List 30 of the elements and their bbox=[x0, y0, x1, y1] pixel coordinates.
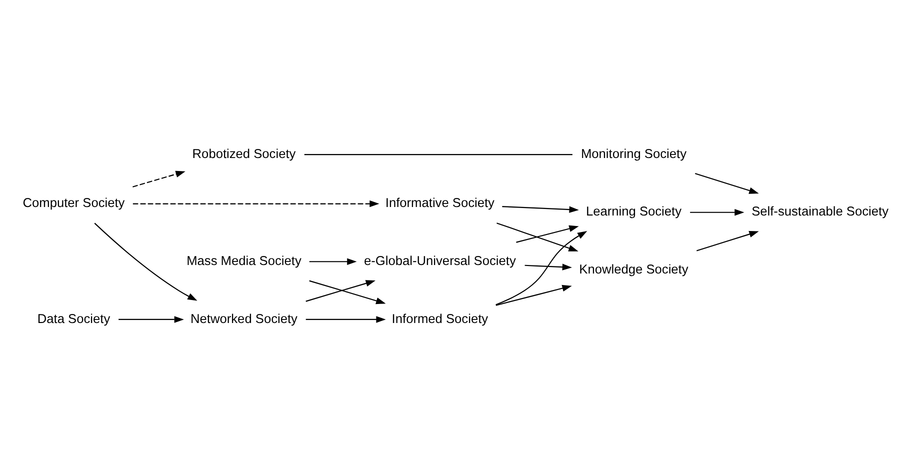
node-text: Networked Society bbox=[190, 310, 297, 326]
node-text: Informative Society bbox=[384, 194, 494, 210]
arrow bbox=[308, 280, 386, 304]
arrow bbox=[696, 230, 758, 251]
arrow bbox=[305, 280, 375, 302]
node-text: Mass Media Society bbox=[186, 252, 301, 268]
arrow bbox=[132, 200, 379, 207]
arrow bbox=[694, 172, 758, 194]
arrow bbox=[308, 258, 356, 264]
arrow bbox=[94, 222, 197, 300]
arrow bbox=[524, 263, 572, 270]
node-text: Learning Society bbox=[585, 203, 682, 218]
node-text: Knowledge Society bbox=[578, 261, 688, 276]
arrow bbox=[495, 284, 572, 306]
node-text: Self-sustainable Society bbox=[751, 203, 888, 218]
node-text: Informed Society bbox=[391, 310, 488, 326]
arrow bbox=[495, 230, 587, 305]
node-text: Robotized Society bbox=[192, 145, 296, 160]
arrow bbox=[502, 206, 578, 212]
arrow bbox=[305, 316, 386, 322]
node-text: Monitoring Society bbox=[580, 145, 686, 160]
connector bbox=[304, 154, 572, 155]
arrow bbox=[496, 222, 578, 251]
arrow bbox=[690, 208, 744, 216]
node-text: Data Society bbox=[36, 310, 110, 326]
arrow bbox=[118, 316, 184, 322]
arrow bbox=[132, 170, 185, 187]
arrow bbox=[516, 224, 578, 242]
node-text: e-Global-Universal Society bbox=[364, 252, 516, 268]
node-text: Computer Society bbox=[22, 194, 124, 210]
